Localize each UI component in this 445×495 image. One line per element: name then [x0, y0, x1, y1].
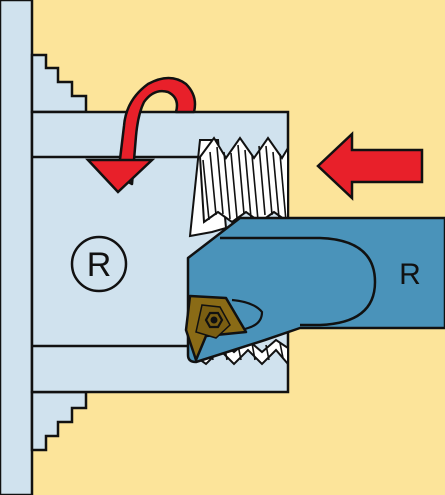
chuck-face [0, 0, 34, 495]
chuck-jaw-upper [30, 53, 88, 114]
workpiece-label: R [87, 246, 112, 284]
curved-arrow-icon [85, 76, 197, 194]
left-arrow-icon [316, 131, 424, 201]
chuck-jaw-lower [30, 390, 88, 452]
insert-pocket [231, 298, 264, 334]
triangular-insert-icon [184, 294, 248, 362]
tool-label: R [399, 258, 421, 291]
boring-bar-slot [220, 236, 377, 327]
workpiece-label-circle [70, 235, 128, 293]
thread-upper-hatching [202, 144, 287, 222]
